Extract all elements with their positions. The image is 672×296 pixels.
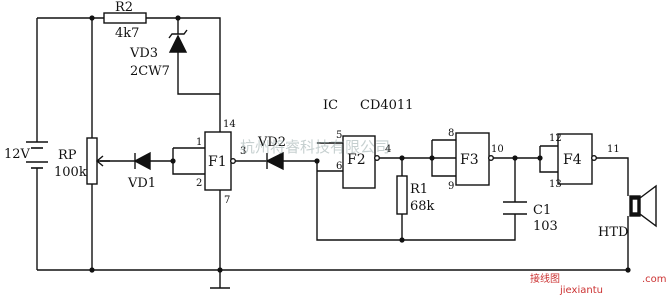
junction-dot <box>89 15 95 21</box>
zener-wire <box>177 18 220 95</box>
f3-input-wire <box>431 139 456 177</box>
junction-dot <box>217 267 223 273</box>
gate-f4 <box>557 133 593 185</box>
watermark-company: 杭州将睿科技有限公司 <box>240 138 390 156</box>
gate-f4-label: F4 <box>563 152 582 168</box>
c1-wire <box>402 158 516 241</box>
r2-value: 4k7 <box>115 26 139 41</box>
junction-dot <box>429 155 435 161</box>
pin-13: 13 <box>549 179 562 190</box>
pin-10: 10 <box>491 144 504 155</box>
junction-dot <box>399 237 405 243</box>
gate-f3-label: F3 <box>460 152 479 168</box>
f2-inverter-bubble <box>374 154 381 161</box>
pin-6: 6 <box>336 161 342 172</box>
r2-label: R2 <box>115 0 133 15</box>
rp-label: RP <box>58 148 77 163</box>
gate-f1 <box>204 131 232 191</box>
htd-label: HTD <box>598 225 628 240</box>
pin-2: 2 <box>196 178 202 189</box>
c1-value: 103 <box>533 219 558 234</box>
junction-dot <box>625 267 631 273</box>
junction-dot <box>537 155 543 161</box>
vd3-label: VD3 <box>129 46 158 61</box>
f1-input-wire <box>172 147 205 175</box>
gate-f2-label: F2 <box>347 152 366 168</box>
pin-14: 14 <box>223 119 236 130</box>
watermark-logo: 接线图 <box>530 272 560 285</box>
junction-dot <box>314 158 320 164</box>
c1-capacitor <box>503 201 527 215</box>
junction-dot <box>170 158 176 164</box>
vd3-value: 2CW7 <box>130 64 170 79</box>
vd2-label: VD2 <box>257 135 286 150</box>
vd1-label: VD1 <box>127 176 156 191</box>
pin-3: 3 <box>240 146 246 157</box>
r2-resistor <box>103 12 147 24</box>
pin-5: 5 <box>336 130 342 141</box>
htd-buzzer <box>629 184 657 228</box>
pin-12: 12 <box>549 133 562 144</box>
junction-dot <box>175 15 181 21</box>
supply-label: 12V <box>4 147 31 162</box>
battery-symbol <box>26 141 48 169</box>
pin-4: 4 <box>385 144 391 155</box>
f3-inverter-bubble <box>488 154 495 161</box>
f4-inverter-bubble <box>591 154 598 161</box>
vd3-zener-diode <box>168 29 188 53</box>
junction-dot <box>512 155 518 161</box>
ic-part-label: CD4011 <box>360 98 413 113</box>
f2-input-wire <box>316 142 402 241</box>
vd2-diode <box>265 151 284 171</box>
pin-8: 8 <box>448 128 454 139</box>
pin-9: 9 <box>448 181 454 192</box>
watermark-url: jiexiantu <box>559 285 603 296</box>
f4-output-wire <box>596 157 629 196</box>
vd1-diode <box>133 151 151 171</box>
junction-dot <box>399 155 405 161</box>
c1-label: C1 <box>533 203 551 218</box>
ic-label: IC <box>323 98 338 113</box>
f1-inverter-bubble <box>229 157 236 164</box>
pin-1: 1 <box>196 137 202 148</box>
rp-potentiometer <box>86 137 98 185</box>
r1-resistor <box>396 175 408 215</box>
gate-f1-label: F1 <box>208 154 227 170</box>
rp-value: 100k <box>54 165 87 180</box>
junction-dot <box>89 267 95 273</box>
r1-label: R1 <box>410 182 428 197</box>
rp-wiper-arrow <box>95 155 110 167</box>
pin-7: 7 <box>224 195 230 206</box>
f4-input-wire <box>539 145 558 173</box>
r1-value: 68k <box>410 199 435 214</box>
gate-f2 <box>342 135 376 189</box>
pin-11: 11 <box>607 144 620 155</box>
watermark-site: .com <box>642 274 667 285</box>
